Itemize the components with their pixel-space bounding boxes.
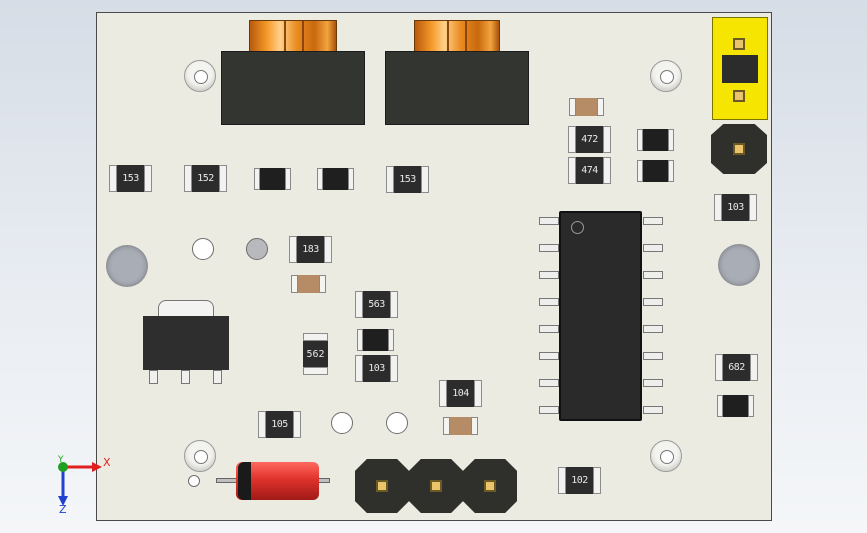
ic-pin <box>643 352 663 360</box>
resistor-r2-marking: 152 <box>197 173 214 184</box>
resistor-r6-marking: 474 <box>581 165 598 176</box>
large-hole-right <box>718 244 760 286</box>
ic-pin <box>539 325 559 333</box>
terminal-block-1-top <box>249 20 337 53</box>
resistor-r13-marking: 102 <box>571 475 588 486</box>
terminal-block-2[interactable] <box>385 51 529 125</box>
capacitor-c1[interactable] <box>569 98 604 116</box>
ic-pin <box>643 406 663 414</box>
resistor-r1[interactable]: 153 <box>109 165 152 192</box>
ic-pin <box>539 406 559 414</box>
voltage-regulator[interactable] <box>143 316 229 370</box>
resistor-r9[interactable]: 104 <box>439 380 482 407</box>
regulator-leg-2 <box>181 370 190 384</box>
ic-pin <box>643 379 663 387</box>
resistor-r1-marking: 153 <box>122 173 139 184</box>
resistor-r12-marking: 562 <box>306 348 325 360</box>
axis-z-label: Z <box>59 503 67 516</box>
resistor-r7[interactable]: 563 <box>355 291 398 318</box>
ic-chip[interactable] <box>559 211 642 421</box>
header-3pin-contact-3 <box>484 480 496 492</box>
ic-pin <box>643 244 663 252</box>
resistor-r13[interactable]: 102 <box>558 467 601 494</box>
resistor-r3[interactable]: 153 <box>386 166 429 193</box>
mounting-hole-top-left <box>184 60 216 92</box>
ic-pin <box>539 271 559 279</box>
via-4 <box>386 412 408 434</box>
smd-diode-3[interactable] <box>637 129 674 151</box>
header-pin-single-contact <box>733 143 745 155</box>
ic-pin <box>643 325 663 333</box>
jumper-pin-2 <box>733 90 745 102</box>
smd-diode-4[interactable] <box>637 160 674 182</box>
mounting-hole-bottom-left <box>184 440 216 472</box>
ic-pin <box>539 217 559 225</box>
resistor-r10[interactable]: 105 <box>258 411 301 438</box>
via-5 <box>188 475 200 487</box>
ic-pin <box>539 244 559 252</box>
terminal-block-2-top <box>414 20 500 53</box>
ic-pin <box>539 352 559 360</box>
resistor-r4-marking: 183 <box>302 244 319 255</box>
smd-diode-5[interactable] <box>357 329 394 351</box>
mounting-hole-top-right <box>650 60 682 92</box>
capacitor-c2[interactable] <box>291 275 326 293</box>
axis-y-label: Y <box>58 455 64 465</box>
ic-pin <box>643 271 663 279</box>
resistor-r8[interactable]: 103 <box>355 355 398 382</box>
axis-triad <box>58 462 102 506</box>
capacitor-c3[interactable] <box>443 417 478 435</box>
ic-pin1-marker <box>571 221 584 234</box>
resistor-r14[interactable]: 682 <box>715 354 758 381</box>
resistor-r9-marking: 104 <box>452 388 469 399</box>
axis-x-label: X <box>103 456 111 469</box>
header-3pin-contact-1 <box>376 480 388 492</box>
via-3 <box>331 412 353 434</box>
resistor-r5-marking: 472 <box>581 134 598 145</box>
ic-pin <box>643 217 663 225</box>
resistor-r10-marking: 105 <box>271 419 288 430</box>
via-1 <box>192 238 214 260</box>
jumper-pin-1 <box>733 38 745 50</box>
via-2 <box>246 238 268 260</box>
resistor-r3-marking: 153 <box>399 174 416 185</box>
header-3pin-contact-2 <box>430 480 442 492</box>
ic-pin <box>539 379 559 387</box>
resistor-r12[interactable]: 562 <box>303 333 328 375</box>
smd-diode-2[interactable] <box>317 168 354 190</box>
resistor-r2[interactable]: 152 <box>184 165 227 192</box>
axial-diode-band <box>238 462 251 500</box>
jumper-cap <box>722 55 758 83</box>
terminal-block-1[interactable] <box>221 51 365 125</box>
regulator-leg-1 <box>149 370 158 384</box>
resistor-r4[interactable]: 183 <box>289 236 332 263</box>
regulator-leg-3 <box>213 370 222 384</box>
ic-pin <box>643 298 663 306</box>
resistor-r11-marking: 103 <box>727 202 744 213</box>
resistor-r5[interactable]: 472 <box>568 126 611 153</box>
mounting-hole-bottom-right <box>650 440 682 472</box>
smd-diode-6[interactable] <box>717 395 754 417</box>
ic-pin <box>539 298 559 306</box>
resistor-r6[interactable]: 474 <box>568 157 611 184</box>
smd-diode-1[interactable] <box>254 168 291 190</box>
resistor-r8-marking: 103 <box>368 363 385 374</box>
resistor-r11[interactable]: 103 <box>714 194 757 221</box>
large-hole-left <box>106 245 148 287</box>
resistor-r14-marking: 682 <box>728 362 745 373</box>
resistor-r7-marking: 563 <box>368 299 385 310</box>
